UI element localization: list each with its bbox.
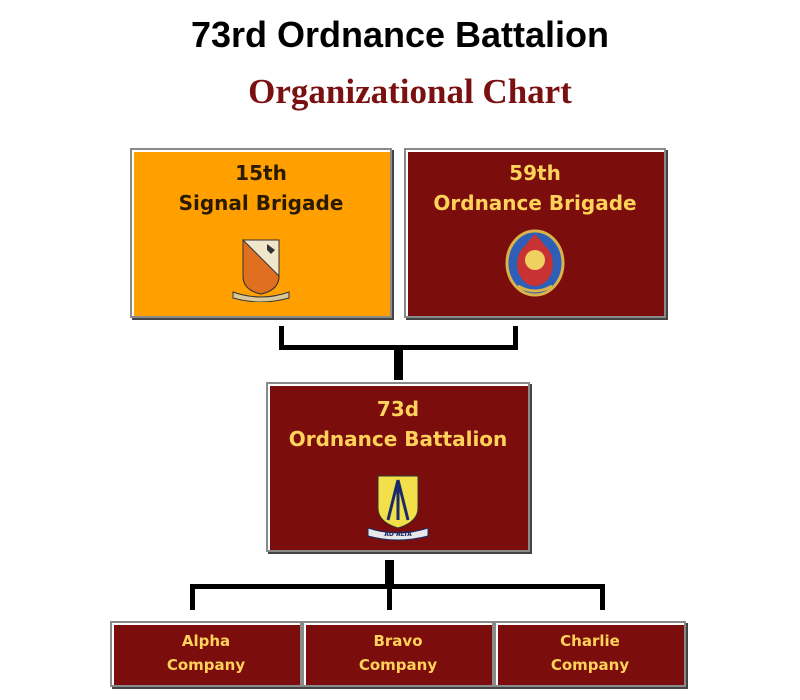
ordnance-brigade-insignia-icon xyxy=(505,229,565,297)
ordnance-brigade-name: Ordnance Brigade xyxy=(433,191,637,215)
connector-left-drop xyxy=(279,326,284,350)
company-label: Company xyxy=(358,656,438,674)
connector-alpha-drop xyxy=(190,584,195,610)
signal-brigade-name: Signal Brigade xyxy=(178,191,344,215)
battalion-motto: AD ALTA xyxy=(384,531,412,538)
page-title: 73rd Ordnance Battalion xyxy=(190,14,610,55)
signal-brigade-insignia-icon xyxy=(232,238,290,302)
connector-bravo-drop xyxy=(387,584,392,610)
battalion-box: 73d Ordnance Battalion AD ALTA xyxy=(266,382,530,552)
connector-right-drop xyxy=(513,326,518,350)
company-name: Charlie xyxy=(560,632,620,650)
ordnance-brigade-number: 59th xyxy=(509,161,561,185)
company-name: Alpha xyxy=(181,632,231,650)
connector-bottom-bar xyxy=(190,584,605,589)
connector-battalion-stem xyxy=(385,560,394,588)
connector-charlie-drop xyxy=(600,584,605,610)
battalion-number: 73d xyxy=(376,397,420,421)
company-box-bravo: Bravo Company xyxy=(302,621,494,687)
company-label: Company xyxy=(166,656,246,674)
connector-center-stem xyxy=(394,350,403,380)
signal-brigade-number: 15th xyxy=(235,161,287,185)
company-box-charlie: Charlie Company xyxy=(494,621,686,687)
company-name: Bravo xyxy=(373,632,423,650)
ordnance-brigade-box: 59th Ordnance Brigade xyxy=(404,148,666,318)
company-box-alpha: Alpha Company xyxy=(110,621,302,687)
connector-top-bar xyxy=(279,345,518,350)
page-subtitle: Organizational Chart xyxy=(248,72,572,111)
company-label: Company xyxy=(550,656,630,674)
battalion-insignia-icon: AD ALTA xyxy=(367,475,429,541)
battalion-name: Ordnance Battalion xyxy=(288,427,508,451)
signal-brigade-box: 15th Signal Brigade xyxy=(130,148,392,318)
